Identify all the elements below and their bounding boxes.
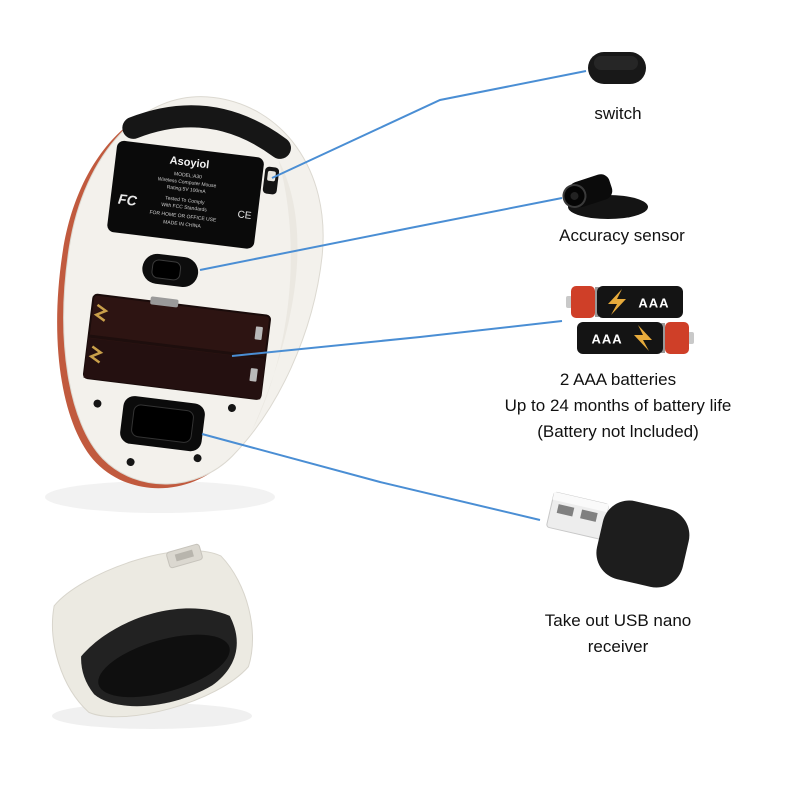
label-plate [107, 140, 264, 249]
top-glide-pad [122, 105, 291, 159]
battery-flat-contact [254, 326, 263, 340]
receiver-body [596, 500, 690, 588]
battery-tip [566, 296, 572, 308]
battery-latch [150, 296, 179, 308]
battery-size-text: AAA [638, 296, 669, 311]
accuracy-sensor-icon [562, 174, 648, 219]
mouse-shadow [45, 481, 275, 513]
receiver-label-line-1: Take out USB nano [544, 611, 692, 630]
usb-plug-hole [580, 509, 598, 522]
callout-line-switch [271, 70, 587, 179]
label-comply4: MADE IN CHINA [163, 219, 202, 230]
screw-dot [193, 454, 202, 463]
accuracy-sensor-label: Accuracy sensor [559, 226, 685, 245]
battery-info-line-1: 2 AAA batteries [559, 370, 677, 389]
battery-flat-contact [249, 368, 258, 382]
ce-mark: CE [237, 209, 252, 222]
screw-dot [126, 458, 135, 467]
switch-label: switch [594, 104, 642, 123]
screw-dot [227, 403, 236, 412]
battery-spring-contact [93, 303, 109, 322]
lightning-icon [634, 325, 652, 351]
mouse-bottom-view: Asoyiol MODEL:A30 Wireless Computer Mous… [57, 96, 324, 489]
battery-tip [688, 332, 694, 344]
usb-receiver-storage-slot [120, 396, 205, 452]
usb-nano-receiver-icon [546, 491, 690, 588]
label-rating: Rating:5V 100mA [166, 184, 206, 195]
battery-info-line-3: (Battery not lncluded) [537, 422, 699, 441]
receiver-label-block: Take out USB nano receiver [498, 608, 738, 660]
battery-size-text: AAA [590, 332, 621, 347]
aaa-battery-icon-2: AAA [577, 322, 694, 354]
screw-dot [93, 399, 102, 408]
battery-cap [665, 322, 689, 354]
product-label: Asoyiol MODEL:A30 Wireless Computer Mous… [107, 140, 264, 249]
label-comply2: With FCC Standards [161, 202, 208, 214]
fcc-mark: FC [117, 191, 138, 209]
label-comply1: Tested To Comply [165, 195, 206, 206]
label-brand: Asoyiol [169, 155, 210, 172]
callout-line-receiver [201, 433, 541, 521]
battery-info-line-2: Up to 24 months of battery life [504, 396, 732, 415]
battery-info-block: 2 AAA batteries Up to 24 months of batte… [448, 367, 788, 445]
label-model: MODEL:A30 [174, 171, 203, 180]
battery-spring-contact [88, 345, 104, 364]
power-switch-slot [262, 166, 280, 195]
lightning-icon [608, 289, 626, 315]
aaa-battery-icon-1: AAA [566, 286, 683, 318]
usb-plug-hole [556, 504, 575, 517]
battery-cap [571, 286, 595, 318]
callout-line-sensor [199, 197, 563, 271]
optical-sensor-window [142, 253, 199, 288]
callout-line-batteries [231, 320, 563, 357]
battery-cover [52, 543, 254, 718]
switch-icon [588, 52, 646, 84]
battery-compartment [82, 293, 271, 400]
receiver-label-line-2: receiver [587, 637, 649, 656]
